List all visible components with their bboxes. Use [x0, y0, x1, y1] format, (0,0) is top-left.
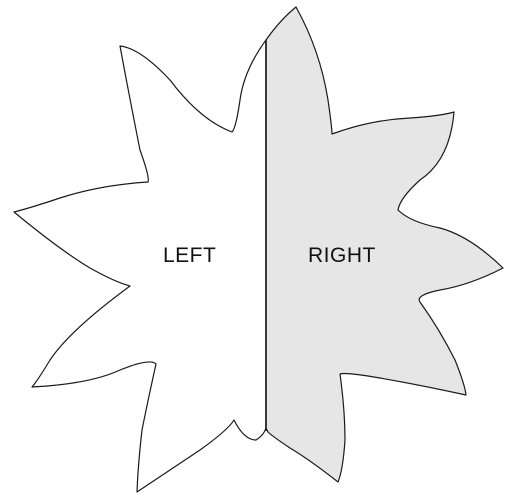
- right-half-shape: [266, 7, 503, 482]
- left-label: LEFT: [163, 244, 216, 267]
- left-half-shape: [14, 40, 266, 492]
- right-label: RIGHT: [308, 244, 376, 267]
